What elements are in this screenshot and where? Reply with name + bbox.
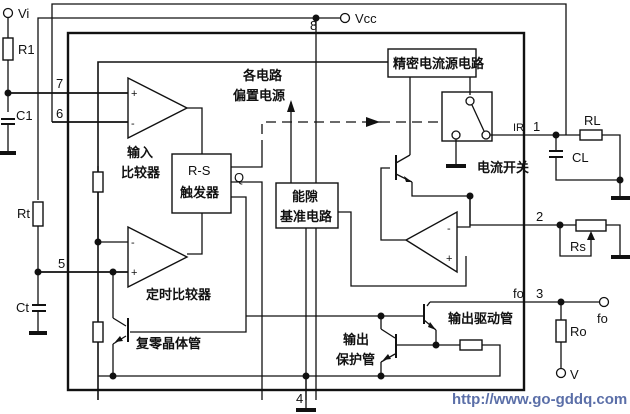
current-transistor-collector — [395, 154, 411, 164]
pin-4-label: 4 — [296, 391, 303, 406]
rs-flipflop-label-2: 触发器 — [179, 185, 220, 201]
vcc-terminal[interactable] — [339, 12, 351, 24]
vcc-label: Vcc — [355, 11, 377, 26]
v-pullup-terminal[interactable] — [555, 367, 567, 379]
switch-common-contact — [465, 96, 475, 106]
ct-label: Ct — [16, 300, 29, 315]
pin-7-label: 7 — [56, 76, 63, 91]
input-comparator-label-2: 比较器 — [121, 165, 161, 181]
timing-comp-minus: - — [131, 237, 135, 249]
dashed-arrow-icon — [366, 117, 380, 127]
feedback-minus-wire — [457, 196, 471, 228]
pin-2-label: 2 — [536, 209, 543, 224]
c1-label: C1 — [16, 108, 33, 123]
output-protect-label-2: 保护管 — [335, 352, 375, 368]
v-pullup-label: V — [570, 367, 579, 382]
bandgap-reference-block — [275, 182, 339, 229]
output-protect-label-1: 输出 — [343, 332, 369, 348]
divider-resistor — [92, 171, 104, 193]
driver-resistor-gnd — [425, 344, 501, 377]
reset-emitter-arrow-icon — [115, 336, 123, 342]
timing-comparator-label: 定时比较器 — [145, 287, 212, 303]
bias-up-arrow-icon — [287, 100, 295, 112]
current-transistor-arrow-icon — [404, 176, 412, 182]
pin-1-label: 1 — [533, 119, 540, 134]
timing-comparator-opamp — [127, 225, 189, 289]
reset-transistor-label: 复零晶体管 — [135, 336, 201, 352]
switch-contact-out — [481, 130, 491, 140]
switch-lever — [471, 104, 485, 132]
ro-label: Ro — [570, 324, 587, 339]
current-opamp — [404, 210, 458, 274]
ro-resistor — [555, 319, 567, 343]
input-comparator-label-1: 输入 — [127, 145, 153, 161]
input-comparator-opamp — [127, 76, 189, 140]
cl-label: CL — [572, 150, 589, 165]
q-wire-up — [231, 150, 263, 168]
rl-ground-wire — [602, 134, 621, 180]
lower-divider-resistor — [92, 321, 104, 343]
pin-6-label: 6 — [56, 106, 63, 121]
pin-3-label: 3 — [536, 286, 543, 301]
q-dashed-control — [261, 121, 380, 150]
bias-label-2: 偏置电源 — [233, 88, 285, 104]
bias-label-1: 各电路 — [242, 68, 283, 84]
vi-label: Vi — [18, 6, 29, 21]
rt-resistor — [32, 201, 44, 227]
output-driver-label: 输出驱动管 — [448, 311, 513, 327]
pin-5-label: 5 — [58, 256, 65, 271]
rs-pin2-wire — [411, 182, 510, 226]
rt-label: Rt — [17, 206, 30, 221]
pin6-external-loop — [51, 3, 567, 135]
rs-label: Rs — [570, 239, 586, 254]
rl-resistor — [579, 129, 603, 141]
r1-label: R1 — [18, 42, 35, 57]
fo-pin-label: fo — [513, 286, 524, 301]
reset-base-wire — [130, 196, 247, 333]
bandgap-vref-wire — [338, 211, 467, 287]
current-opamp-plus: + — [446, 253, 452, 265]
rs-wiper-wire — [559, 225, 592, 257]
vi-terminal[interactable] — [2, 7, 14, 19]
cl-wire-bottom — [555, 157, 620, 181]
precision-current-source-label: 精密电流源电路 — [393, 56, 485, 72]
protect-collector — [380, 328, 396, 339]
pin-8-label: 8 — [310, 18, 317, 33]
driver-emitter-arrow-icon — [428, 322, 436, 330]
precision-current-source-block — [387, 48, 477, 78]
driver-collector — [426, 301, 431, 307]
reset-gnd-junction — [109, 372, 117, 380]
switch-contact-gnd — [451, 130, 461, 140]
rs-wiper-arrow-icon — [587, 231, 595, 240]
rs-flipflop-block — [171, 153, 232, 214]
watermark-url: http://www.go-gddq.com — [452, 391, 627, 408]
opamp-out-wire — [380, 167, 406, 241]
driver-emitter-resistor — [459, 339, 483, 351]
input-comp-minus: - — [131, 118, 135, 130]
rl-label: RL — [584, 113, 601, 128]
current-switch-label: 电流开关 — [477, 160, 529, 176]
fo-output-label: fo — [597, 311, 608, 326]
bandgap-label-1: 能隙 — [292, 189, 318, 205]
rs-potentiometer[interactable] — [575, 219, 607, 232]
ic-package-outline — [66, 31, 526, 392]
current-opamp-minus: - — [447, 223, 451, 235]
bias-bus — [97, 61, 388, 400]
bandgap-label-2: 基准电路 — [279, 209, 333, 225]
rs-flipflop-label-1: R-S — [188, 163, 211, 178]
q-wire-down — [231, 181, 263, 400]
q-output-label: Q — [234, 170, 244, 185]
rt-top-wire — [37, 17, 316, 88]
rs-ground-wire — [606, 224, 621, 256]
timing-comp-out-wire — [187, 213, 203, 255]
input-comp-plus: + — [131, 88, 137, 100]
ir-label: IR — [513, 122, 524, 134]
fo-terminal[interactable] — [598, 296, 610, 308]
r1-resistor — [2, 37, 14, 61]
protect-emitter-arrow-icon — [383, 354, 391, 360]
input-comp-out-wire — [187, 107, 203, 154]
timing-comp-plus: + — [131, 267, 137, 279]
reset-collector — [112, 317, 127, 327]
